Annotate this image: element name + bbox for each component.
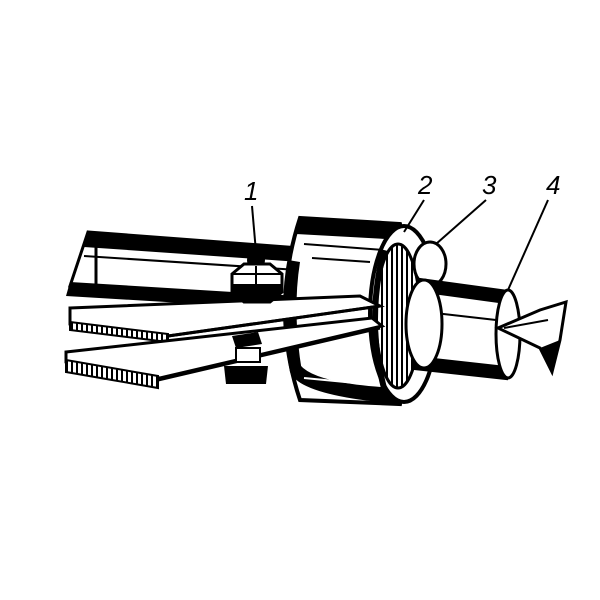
label-3: 3 — [482, 170, 497, 200]
label-1: 1 — [244, 176, 258, 206]
cone-tip — [494, 299, 568, 377]
leader-lines — [251, 199, 549, 291]
lower-plate — [64, 316, 386, 390]
nut — [230, 251, 284, 304]
bolt-head — [224, 332, 268, 384]
upper-plate — [68, 294, 385, 344]
label-2: 2 — [417, 170, 433, 200]
pin-cylinder — [404, 277, 522, 381]
label-4: 4 — [546, 170, 560, 200]
